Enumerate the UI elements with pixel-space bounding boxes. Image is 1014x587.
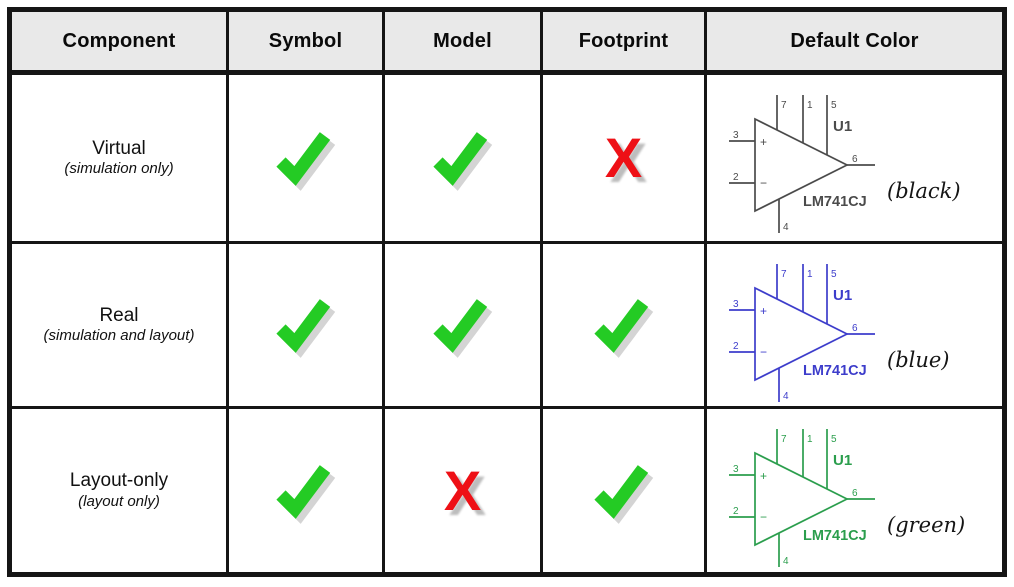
row-virtual-label: Virtual (simulation only) — [12, 75, 226, 241]
svg-text:6: 6 — [852, 154, 858, 165]
svg-text:7: 7 — [781, 434, 787, 445]
real-symbol-mark — [226, 240, 382, 407]
svg-text:3: 3 — [733, 130, 739, 141]
svg-text:2: 2 — [733, 341, 739, 352]
header-symbol: Symbol — [226, 12, 382, 75]
layout-only-symbol-mark — [226, 406, 382, 572]
component-subtitle: (simulation and layout) — [43, 327, 195, 345]
check-icon — [593, 299, 653, 358]
svg-text:1: 1 — [807, 269, 813, 280]
svg-text:U1: U1 — [833, 118, 852, 135]
component-name: Layout-only — [69, 470, 169, 492]
svg-text:−: − — [760, 345, 767, 359]
svg-text:LM741CJ: LM741CJ — [803, 528, 867, 544]
color-name-label: (black) — [887, 179, 961, 203]
svg-text:3: 3 — [733, 299, 739, 310]
layout-only-footprint-mark — [540, 406, 704, 572]
svg-text:−: − — [760, 510, 767, 524]
svg-text:U1: U1 — [833, 452, 852, 469]
real-footprint-mark — [540, 240, 704, 407]
svg-text:5: 5 — [831, 434, 837, 445]
check-icon — [432, 131, 492, 191]
svg-text:6: 6 — [852, 488, 858, 499]
header-model: Model — [382, 12, 540, 75]
component-name: Virtual — [92, 137, 146, 159]
check-icon — [275, 464, 335, 524]
svg-text:4: 4 — [783, 222, 789, 233]
component-subtitle: (simulation only) — [64, 160, 174, 178]
svg-text:4: 4 — [783, 391, 789, 402]
svg-text:+: + — [760, 135, 767, 149]
svg-text:1: 1 — [807, 434, 813, 445]
svg-text:3: 3 — [733, 464, 739, 475]
check-icon — [432, 299, 492, 358]
svg-text:4: 4 — [783, 556, 789, 567]
svg-text:LM741CJ: LM741CJ — [803, 363, 867, 379]
check-icon — [275, 131, 335, 191]
svg-text:1: 1 — [807, 100, 813, 111]
color-name-label: (green) — [887, 513, 966, 538]
cross-icon: X — [604, 125, 643, 189]
svg-text:U1: U1 — [833, 287, 852, 304]
svg-text:5: 5 — [831, 100, 837, 111]
svg-text:2: 2 — [733, 172, 739, 183]
svg-text:6: 6 — [852, 323, 858, 334]
virtual-model-mark — [382, 75, 540, 241]
layout-only-model-mark: X — [382, 406, 540, 572]
virtual-symbol-mark — [226, 75, 382, 241]
svg-text:2: 2 — [733, 506, 739, 517]
color-name-label: (blue) — [887, 347, 950, 372]
svg-text:LM741CJ: LM741CJ — [803, 194, 867, 210]
cross-icon: X — [443, 458, 482, 522]
check-icon — [593, 464, 653, 524]
svg-text:7: 7 — [781, 269, 787, 280]
row-real-label: Real (simulation and layout) — [12, 240, 226, 407]
svg-text:+: + — [760, 304, 767, 318]
component-subtitle: (layout only) — [78, 493, 160, 511]
svg-text:−: − — [760, 176, 767, 190]
real-model-mark — [382, 240, 540, 407]
row-layout-only-label: Layout-only (layout only) — [12, 406, 226, 572]
header-component: Component — [12, 12, 226, 75]
svg-text:5: 5 — [831, 269, 837, 280]
virtual-footprint-mark: X — [540, 75, 704, 241]
header-default-color: Default Color — [704, 12, 1002, 75]
svg-text:7: 7 — [781, 100, 787, 111]
component-types-table: Component Symbol Model Footprint Default… — [7, 7, 1007, 577]
header-footprint: Footprint — [540, 12, 704, 75]
check-icon — [275, 299, 335, 358]
svg-text:+: + — [760, 469, 767, 483]
component-name: Real — [99, 304, 139, 326]
